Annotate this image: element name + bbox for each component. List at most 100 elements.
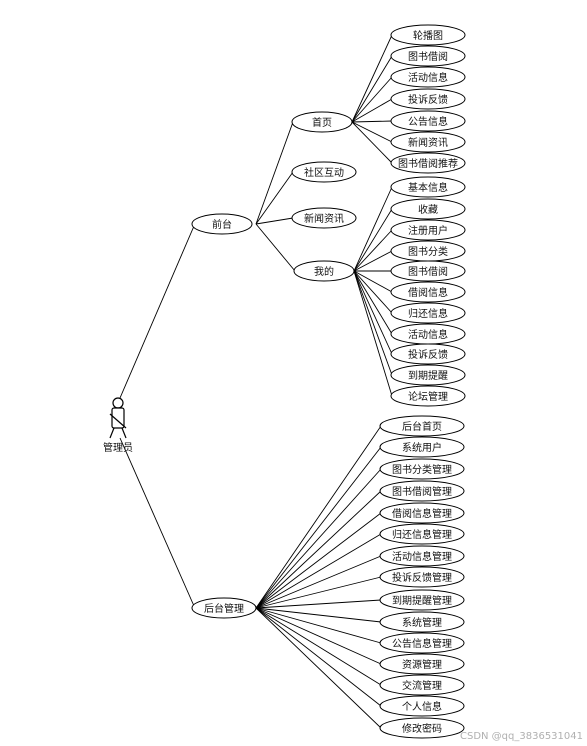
node-leaf-0-0-label: 轮播图 bbox=[413, 29, 443, 42]
node-leaf-0-3: 投诉反馈 bbox=[390, 88, 466, 110]
node-backend-leaf-3-ellipse bbox=[379, 480, 465, 502]
node-leaf-3-2-ellipse bbox=[390, 219, 466, 241]
node-frontend-2-ellipse bbox=[291, 207, 357, 229]
edge-leaf-0-6 bbox=[351, 121, 393, 164]
edge-leaf-3-3 bbox=[353, 250, 393, 272]
node-backend-leaf-8: 到期提醒管理 bbox=[379, 589, 465, 611]
edge-leaf-0-0 bbox=[351, 34, 393, 123]
node-leaf-3-7-label: 活动信息 bbox=[408, 328, 448, 341]
node-leaf-0-6-label: 图书借阅推荐 bbox=[398, 157, 458, 170]
node-leaf-0-0-ellipse bbox=[390, 24, 466, 46]
edge-backend-leaf-10 bbox=[255, 607, 382, 644]
node-backend-leaf-8-ellipse bbox=[379, 589, 465, 611]
node-backend-leaf-2-ellipse bbox=[379, 458, 465, 480]
node-backend: 后台管理 bbox=[191, 597, 257, 619]
edge-backend-leaf-11 bbox=[255, 607, 382, 665]
edge-leaf-3-0 bbox=[353, 186, 393, 272]
node-leaf-0-6: 图书借阅推荐 bbox=[390, 152, 466, 174]
node-leaf-3-0-label: 基本信息 bbox=[408, 181, 448, 194]
node-backend-leaf-7-label: 投诉反馈管理 bbox=[392, 571, 452, 584]
node-leaf-3-6-label: 归还信息 bbox=[408, 307, 448, 320]
node-leaf-3-10-label: 论坛管理 bbox=[408, 390, 448, 403]
edge-leaf-3-7 bbox=[353, 270, 393, 335]
node-backend-leaf-9: 系统管理 bbox=[379, 611, 465, 633]
node-frontend-label: 前台 bbox=[212, 218, 232, 231]
node-backend-leaf-14-label: 修改密码 bbox=[402, 722, 442, 735]
node-backend-leaf-12-ellipse bbox=[379, 674, 465, 696]
node-leaf-3-1-ellipse bbox=[390, 198, 466, 220]
node-backend-leaf-5-ellipse bbox=[379, 523, 465, 545]
node-leaf-0-3-ellipse bbox=[390, 88, 466, 110]
node-backend-leaf-1-ellipse bbox=[379, 436, 465, 458]
node-frontend-1: 社区互动 bbox=[291, 161, 357, 183]
node-backend-leaf-11: 资源管理 bbox=[379, 653, 465, 675]
edge-frontend-3 bbox=[255, 223, 296, 272]
edge-backend-leaf-4 bbox=[255, 512, 382, 609]
node-leaf-3-3-label: 图书分类 bbox=[408, 245, 448, 258]
edge-leaf-3-5 bbox=[353, 270, 393, 293]
node-leaf-3-9: 到期提醒 bbox=[390, 364, 466, 386]
node-leaf-0-5-label: 新闻资讯 bbox=[408, 136, 448, 149]
node-leaf-0-6-ellipse bbox=[390, 152, 466, 174]
node-backend-leaf-9-label: 系统管理 bbox=[402, 616, 442, 629]
edge-backend-leaf-5 bbox=[255, 533, 382, 609]
node-backend-leaf-7-ellipse bbox=[379, 566, 465, 588]
node-backend-leaf-10-label: 公告信息管理 bbox=[392, 637, 452, 650]
edge-leaf-3-1 bbox=[353, 208, 393, 272]
node-leaf-0-2-label: 活动信息 bbox=[408, 71, 448, 84]
node-backend-label: 后台管理 bbox=[204, 602, 244, 615]
node-leaf-3-2-label: 注册用户 bbox=[408, 224, 448, 237]
edge-leaf-0-3 bbox=[351, 98, 393, 123]
node-leaf-3-5-ellipse bbox=[390, 281, 466, 303]
node-backend-leaf-0: 后台首页 bbox=[379, 415, 465, 437]
node-backend-leaf-9-ellipse bbox=[379, 611, 465, 633]
node-leaf-0-5-ellipse bbox=[390, 131, 466, 153]
node-frontend-1-label: 社区互动 bbox=[304, 166, 344, 179]
node-frontend-0: 首页 bbox=[291, 111, 353, 133]
edge-backend-leaf-1 bbox=[255, 446, 382, 609]
node-leaf-3-3: 图书分类 bbox=[390, 240, 466, 262]
node-leaf-0-2: 活动信息 bbox=[390, 66, 466, 88]
node-backend-leaf-2-label: 图书分类管理 bbox=[392, 463, 452, 476]
edge-backend-leaf-14 bbox=[255, 607, 382, 729]
edge-leaf-0-1 bbox=[351, 55, 393, 123]
node-backend-leaf-11-ellipse bbox=[379, 653, 465, 675]
node-backend-leaf-5-label: 归还信息管理 bbox=[392, 528, 452, 541]
node-leaf-3-8: 投诉反馈 bbox=[390, 343, 466, 365]
node-backend-leaf-0-ellipse bbox=[379, 415, 465, 437]
node-leaf-0-2-ellipse bbox=[390, 66, 466, 88]
edge-backend-leaf-9 bbox=[255, 607, 382, 623]
edge-leaf-0-4 bbox=[351, 120, 393, 123]
node-leaf-3-6: 归还信息 bbox=[390, 302, 466, 324]
node-backend-leaf-14: 修改密码 bbox=[379, 717, 465, 739]
node-backend-ellipse bbox=[191, 597, 257, 619]
node-backend-leaf-6-label: 活动信息管理 bbox=[392, 550, 452, 563]
edge-leaf-0-2 bbox=[351, 76, 393, 123]
node-backend-leaf-1-label: 系统用户 bbox=[402, 441, 442, 454]
node-backend-leaf-8-label: 到期提醒管理 bbox=[392, 594, 452, 607]
node-leaf-3-8-ellipse bbox=[390, 343, 466, 365]
node-backend-leaf-14-ellipse bbox=[379, 717, 465, 739]
edge-leaf-0-5 bbox=[351, 121, 393, 143]
edge-backend-leaf-3 bbox=[255, 490, 382, 609]
node-frontend-0-ellipse bbox=[291, 111, 353, 133]
node-backend-leaf-5: 归还信息管理 bbox=[379, 523, 465, 545]
node-backend-leaf-12: 交流管理 bbox=[379, 674, 465, 696]
node-frontend: 前台 bbox=[191, 213, 253, 235]
node-backend-leaf-13-label: 个人信息 bbox=[402, 700, 442, 713]
edge-frontend-0 bbox=[255, 121, 294, 225]
node-leaf-3-8-label: 投诉反馈 bbox=[408, 348, 448, 361]
node-backend-leaf-6: 活动信息管理 bbox=[379, 545, 465, 567]
node-leaf-0-1-label: 图书借阅 bbox=[408, 50, 448, 63]
edge-backend-leaf-6 bbox=[255, 555, 382, 609]
node-backend-leaf-1: 系统用户 bbox=[379, 436, 465, 458]
edge-backend-leaf-7 bbox=[255, 576, 382, 609]
edge-leaf-3-8 bbox=[353, 270, 393, 355]
node-backend-leaf-4-ellipse bbox=[379, 502, 465, 524]
node-leaf-3-1: 收藏 bbox=[390, 198, 466, 220]
node-frontend-2: 新闻资讯 bbox=[291, 207, 357, 229]
watermark: CSDN @qq_3836531041 bbox=[459, 731, 583, 742]
actor-figure: 管理员 bbox=[103, 397, 133, 454]
node-backend-leaf-4: 借阅信息管理 bbox=[379, 502, 465, 524]
node-leaf-0-5: 新闻资讯 bbox=[390, 131, 466, 153]
